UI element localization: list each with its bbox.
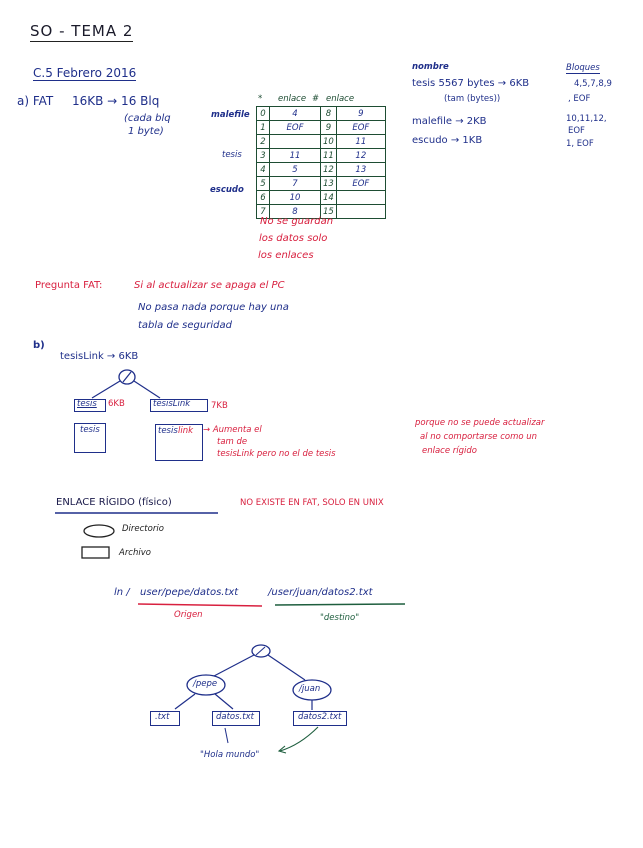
table-header-link2: enlace (326, 94, 355, 104)
node-tesislink-label: tesisLink (153, 399, 191, 409)
tree-file-datos: datos.txt (212, 711, 260, 726)
file-tesis-blocks: 4,5,7,8,9 (574, 79, 612, 89)
tree-file-datos2-label: datos2.txt (298, 712, 342, 722)
fat-note-line2: 1 byte) (128, 126, 164, 137)
command-destination: /user/juan/datos2.txt (268, 587, 373, 598)
question-label: Pregunta FAT: (35, 280, 103, 291)
file-content: "Hola mundo" (200, 750, 260, 760)
side-note-line1: porque no se puede actualizar (415, 418, 545, 428)
tree-node-juan: /juan (299, 684, 321, 694)
block-tesis: tesis (74, 423, 106, 453)
arrow-note-line1: → Aumenta el (203, 425, 262, 435)
cell: 7 (256, 204, 270, 219)
row-label-escudo: escudo (210, 185, 244, 195)
arrow-note-line3: tesisLink pero no el de tesis (217, 449, 336, 459)
legend-directory: Directorio (122, 524, 164, 534)
side-note-line3: enlace rígido (422, 446, 478, 456)
file-malefile: malefile → 2KB (412, 116, 487, 127)
command-prefix: ln / (114, 587, 130, 598)
file-malefile-blocks2: EOF (568, 126, 585, 136)
answer-line1: No pasa nada porque hay una (138, 302, 289, 313)
question-text: Si al actualizar se apaga el PC (134, 280, 285, 291)
file-escudo: escudo → 1KB (412, 135, 483, 146)
hard-link-red-note: NO EXISTE EN FAT, SOLO EN UNIX (240, 498, 384, 508)
table-header-link1: enlace (278, 94, 307, 104)
fat-size: 16KB → 16 Blq (72, 94, 160, 108)
tree-file-txt: .txt (150, 711, 180, 726)
side-note-line2: al no comportarse como un (420, 432, 538, 442)
table-header-star: * (258, 94, 263, 104)
page-title: SO - TEMA 2 (30, 22, 134, 42)
legend-file: Archivo (119, 548, 151, 558)
fat-note-line1: (cada blq (124, 113, 171, 124)
row-label-tesis: tesis (222, 150, 242, 160)
link-line: tesisLink → 6KB (60, 351, 139, 362)
tree-file-datos2: datos2.txt (293, 711, 347, 726)
cell: 8 (269, 204, 321, 219)
command-source: user/pepe/datos.txt (140, 587, 239, 598)
node-tesis-size: 6KB (108, 399, 125, 409)
tree-file-txt-label: .txt (155, 712, 170, 722)
node-tesislink: tesisLink (150, 399, 208, 412)
files-header-blocks: Bloques (566, 63, 600, 74)
red-note-line3: los enlaces (258, 250, 314, 261)
tree-node-pepe: /pepe (193, 679, 218, 689)
block-tesis-label: tesis (80, 425, 100, 435)
block-tesislink-label-b: link (178, 426, 194, 436)
block-tesislink: tesis link (155, 424, 203, 461)
red-note-line1: No se guardan (260, 216, 334, 227)
file-tesis: tesis 5567 bytes → 6KB (412, 78, 530, 89)
red-note-line2: los datos solo (259, 233, 328, 244)
row-label-malefile: malefile (211, 110, 250, 120)
files-header-name: nombre (412, 62, 449, 72)
table-header-hash: # (312, 94, 320, 104)
block-tesislink-label-a: tesis (158, 426, 178, 436)
hard-link-heading: ENLACE RÍGIDO (físico) (56, 497, 172, 508)
tree-file-datos-label: datos.txt (216, 712, 254, 722)
file-escudo-blocks: 1, EOF (566, 139, 594, 149)
file-tesis-sub: (tam (bytes)) (444, 94, 501, 104)
file-tesis-blocks2: , EOF (568, 94, 591, 104)
node-tesis: tesis (74, 399, 106, 412)
origin-label: Origen (174, 610, 203, 620)
cell (335, 204, 386, 219)
part-b-label: b) (33, 340, 45, 351)
file-malefile-blocks: 10,11,12, (566, 114, 607, 124)
arrow-note-line2: tam de (217, 437, 248, 447)
answer-line2: tabla de seguridad (138, 320, 232, 331)
part-a-label: a) FAT (17, 94, 54, 108)
node-tesislink-size: 7KB (211, 401, 228, 411)
node-tesis-label: tesis (77, 399, 97, 409)
destination-label: "destino" (320, 613, 360, 623)
exam-date-heading: C.5 Febrero 2016 (33, 66, 137, 81)
